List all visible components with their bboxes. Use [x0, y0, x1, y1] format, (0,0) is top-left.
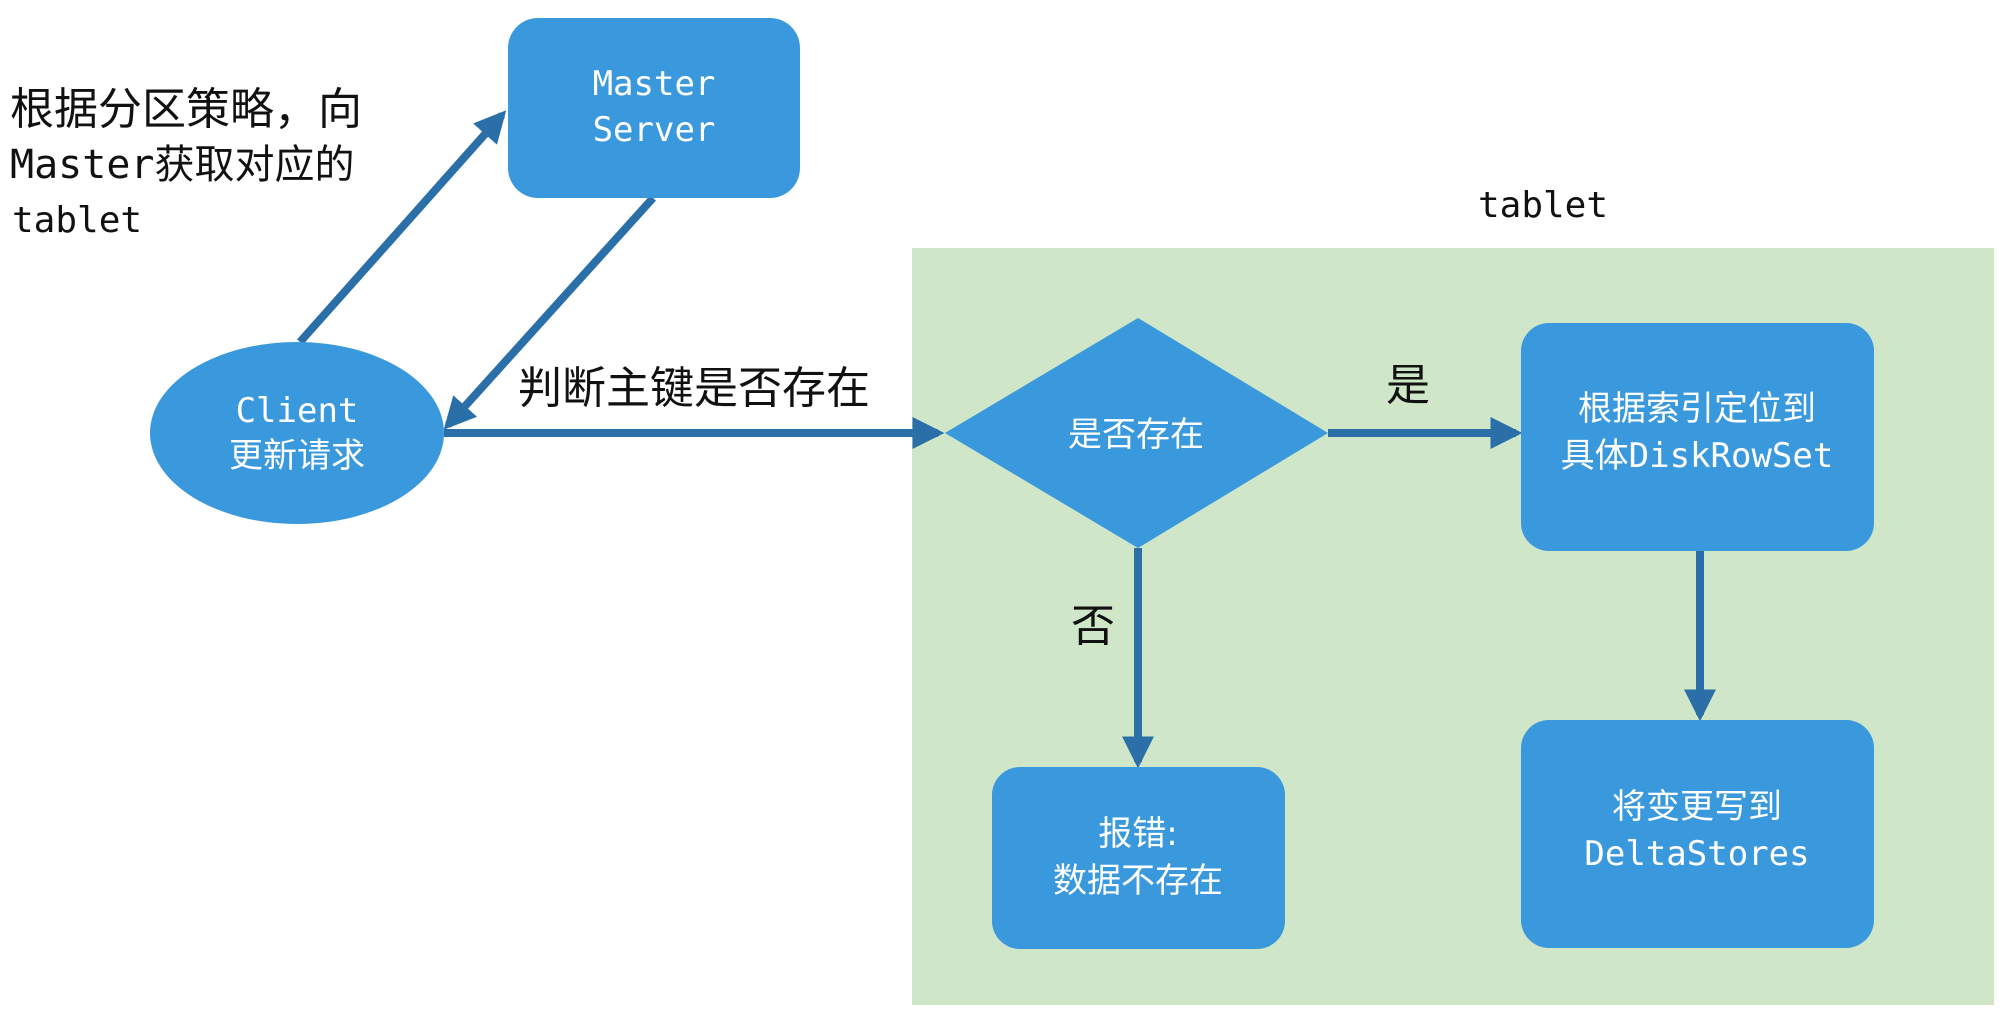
decision-text: 是否存在: [1068, 415, 1204, 455]
partition-note: 根据分区策略，向 Master获取对应的 tablet: [10, 84, 362, 241]
master-server-node: Master Server: [508, 18, 800, 198]
decision-node: 是否存在: [945, 318, 1328, 548]
write-deltastores-node: 将变更写到 DeltaStores: [1521, 720, 1874, 948]
locate-diskrowset-node: 根据索引定位到 具体DiskRowSet: [1521, 323, 1874, 551]
write-line2: DeltaStores: [1584, 834, 1809, 874]
partition-note-line3: tablet: [12, 200, 142, 241]
yes-label: 是: [1386, 360, 1430, 411]
client-node: Client 更新请求: [150, 342, 444, 524]
error-line2: 数据不存在: [1053, 861, 1223, 901]
error-line1: 报错:: [1098, 814, 1177, 854]
check-key-label: 判断主键是否存在: [518, 363, 870, 414]
partition-note-line2: Master获取对应的: [10, 142, 355, 188]
client-line1: Client: [236, 391, 359, 431]
arrow-client-to-master: [297, 110, 507, 345]
error-node: 报错: 数据不存在: [992, 767, 1285, 949]
client-line2: 更新请求: [229, 436, 365, 476]
tablet-region-label: tablet: [1478, 185, 1608, 226]
locate-line2: 具体DiskRowSet: [1561, 436, 1834, 476]
write-line1: 将变更写到: [1612, 787, 1782, 827]
locate-line1: 根据索引定位到: [1578, 389, 1816, 429]
master-server-line2: Server: [593, 110, 716, 150]
master-server-line1: Master: [593, 64, 716, 104]
no-label: 否: [1071, 601, 1115, 652]
partition-note-line1: 根据分区策略，向: [10, 84, 362, 135]
arrow-master-to-client: [443, 195, 656, 430]
